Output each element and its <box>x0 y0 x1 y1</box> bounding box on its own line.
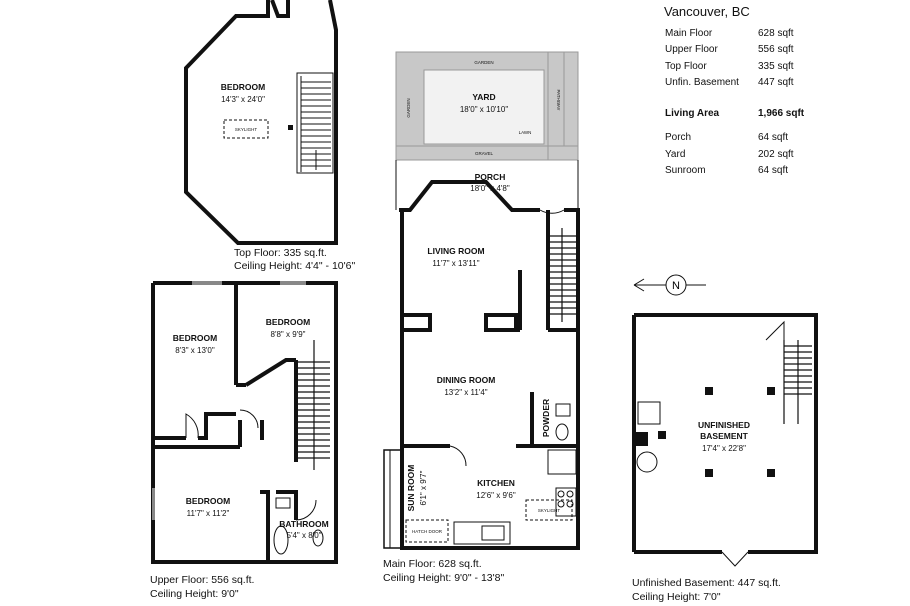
yard-garden-side-label: GARDEN <box>406 98 411 117</box>
main-floor-caption: Main Floor: 628 sq.ft. <box>383 558 482 570</box>
yard-lawn-label: LAWN <box>519 130 532 135</box>
kitchen-dim: 12'6" x 9'6" <box>476 491 516 500</box>
yard-name: YARD <box>472 92 495 102</box>
porch-name: PORCH <box>475 172 506 182</box>
upper-bedroom1-dim: 8'3" x 13'0" <box>175 346 215 355</box>
dining-room-dim: 13'2" x 11'4" <box>444 388 487 397</box>
yard-gravel-label: GRAVEL <box>475 151 493 156</box>
upper-bedroom3-name: BEDROOM <box>186 496 230 506</box>
top-bedroom-name: BEDROOM <box>221 82 265 92</box>
upper-bathroom-name: BATHROOM <box>279 519 328 529</box>
upper-bathroom-dim: 5'4" x 8'0" <box>287 531 322 540</box>
sunroom-name: SUN ROOM <box>406 465 416 512</box>
compass: N <box>633 274 706 296</box>
upper-bedroom1-name: BEDROOM <box>173 333 217 343</box>
hatch-door-label: HATCH DOOR <box>412 529 443 534</box>
upper-floor-ceiling: Ceiling Height: 9'0" <box>150 588 239 600</box>
living-room-name: LIVING ROOM <box>427 246 484 256</box>
basement-caption: Unfinished Basement: 447 sq.ft. <box>632 577 781 589</box>
top-floor-ceiling: Ceiling Height: 4'4" - 10'6" <box>234 260 355 272</box>
main-floor-plan: GARDEN GRAVEL PATHWAY GARDEN LAWN YARD 1… <box>383 51 580 584</box>
main-floor-ceiling: Ceiling Height: 9'0" - 13'8" <box>383 572 504 584</box>
compass-north-icon <box>665 274 687 296</box>
living-room-dim: 11'7" x 13'11" <box>432 259 479 268</box>
upper-floor-plan: BEDROOM 8'3" x 13'0" BEDROOM 8'8" x 9'9"… <box>150 281 338 600</box>
basement-plan: UNFINISHED BASEMENT 17'4" x 22'8" Unfini… <box>632 313 818 603</box>
basement-dim: 17'4" x 22'8" <box>702 444 746 453</box>
top-skylight-label: SKYLIGHT <box>235 127 258 132</box>
upper-bedroom2-dim: 8'8" x 9'9" <box>271 330 306 339</box>
upper-bedroom3-dim: 11'7" x 11'2" <box>187 509 230 518</box>
top-bedroom-dim: 14'3" x 24'0" <box>221 95 265 104</box>
compass-label: N <box>672 280 680 292</box>
powder-name: POWDER <box>541 399 551 437</box>
porch-dim: 18'0" x 4'8" <box>470 184 510 193</box>
yard-pathway-label: PATHWAY <box>556 89 561 110</box>
basement-ceiling: Ceiling Height: 7'0" <box>632 591 721 603</box>
top-floor-caption: Top Floor: 335 sq.ft. <box>234 247 327 259</box>
basement-name: UNFINISHED <box>698 420 750 430</box>
top-floor-plan: SKYLIGHT BEDROOM 14'3" x 24'0" Top Floor… <box>184 0 355 272</box>
sunroom-dim: 6'1" x 9'7" <box>419 470 428 505</box>
main-skylight-label: SKYLIGHT <box>538 508 561 513</box>
basement-name2: BASEMENT <box>700 431 749 441</box>
upper-floor-caption: Upper Floor: 556 sq.ft. <box>150 574 254 586</box>
upper-bedroom2-name: BEDROOM <box>266 317 310 327</box>
yard-garden-label: GARDEN <box>474 60 493 65</box>
dining-room-name: DINING ROOM <box>437 375 496 385</box>
summary-city: Vancouver, BC <box>664 4 750 19</box>
yard-dim: 18'0" x 10'10" <box>460 105 508 114</box>
kitchen-name: KITCHEN <box>477 478 515 488</box>
